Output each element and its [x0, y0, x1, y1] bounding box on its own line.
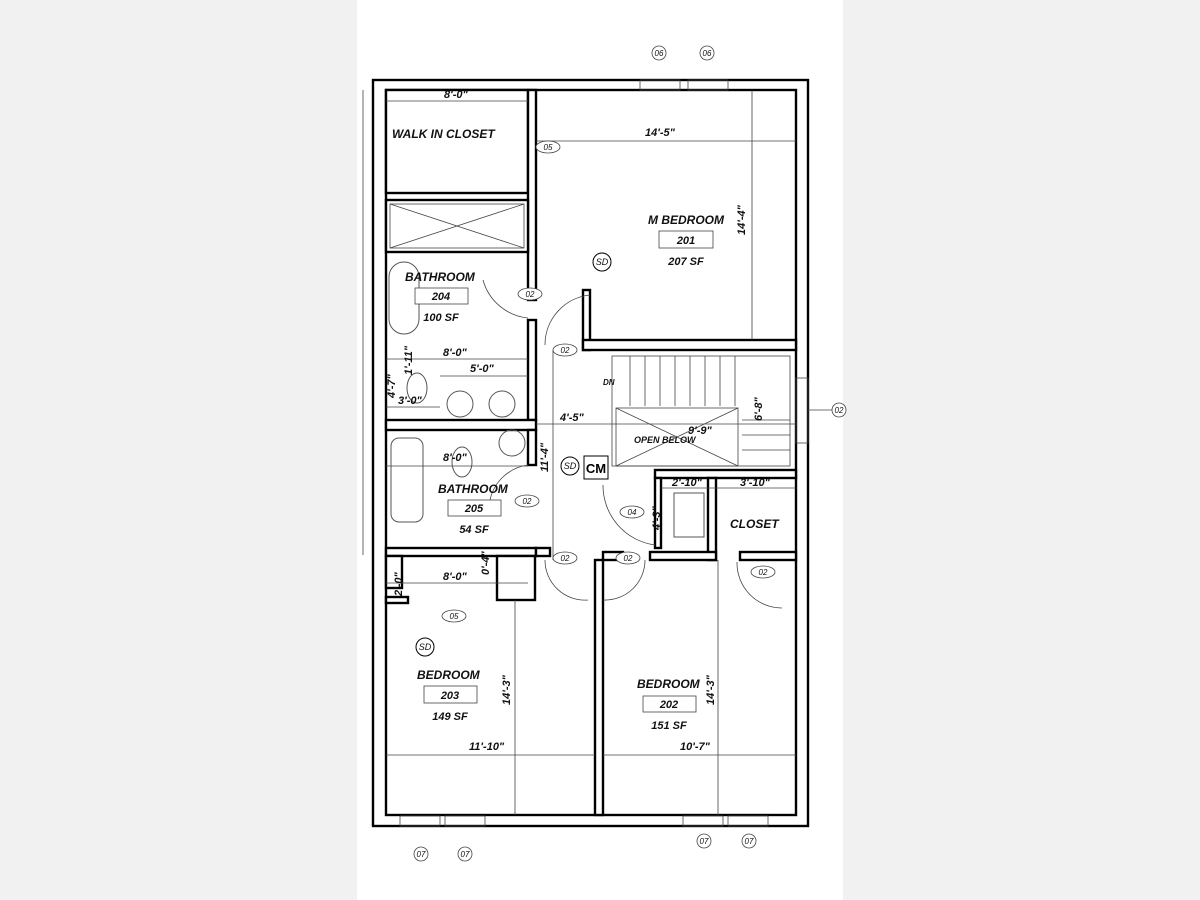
- svg-text:SD: SD: [564, 461, 577, 471]
- svg-text:02: 02: [561, 346, 570, 355]
- linen-bottom-wall: [648, 550, 718, 562]
- sink-icon: [446, 390, 474, 418]
- svg-text:4'-7": 4'-7": [386, 373, 398, 399]
- svg-text:3'-10": 3'-10": [740, 477, 771, 489]
- room-name-205: BATHROOM: [438, 482, 509, 496]
- linen-left-wall: [653, 476, 663, 550]
- svg-text:07: 07: [417, 850, 426, 859]
- svg-text:8'-0": 8'-0": [444, 89, 469, 101]
- svg-text:07: 07: [700, 837, 709, 846]
- room-name-202: BEDROOM: [637, 677, 701, 691]
- bedroom203-top-left: [384, 595, 410, 605]
- svg-text:02: 02: [526, 290, 535, 299]
- svg-text:07: 07: [745, 837, 754, 846]
- smoke-detector-icon: SD: [415, 637, 435, 657]
- hall-stub: [534, 546, 552, 558]
- linen-shelf-icon: [673, 492, 705, 538]
- room-name-203: BEDROOM: [417, 668, 481, 682]
- svg-text:8'-0": 8'-0": [443, 571, 468, 583]
- room-number-201: 201: [676, 235, 695, 247]
- open-below-label: OPEN BELOW: [634, 435, 697, 445]
- door-tags: 05 02 02 02 04 02 02 02 05: [441, 140, 776, 623]
- stair-bottom-wall: [653, 468, 798, 480]
- small-closet-left: [384, 554, 404, 590]
- svg-text:SD: SD: [419, 642, 432, 652]
- room-area-202: 151 SF: [651, 720, 687, 732]
- room-number-205: 205: [464, 503, 484, 515]
- svg-text:2'-0": 2'-0": [393, 571, 405, 597]
- shower-wall: [384, 198, 530, 254]
- sink-icon: [498, 429, 526, 457]
- svg-text:11'-4": 11'-4": [539, 442, 551, 472]
- svg-text:05: 05: [544, 143, 553, 152]
- room-name-204: BATHROOM: [405, 270, 476, 284]
- room-number-203: 203: [440, 690, 459, 702]
- room-label-closet: CLOSET: [730, 517, 780, 531]
- svg-text:1'-11": 1'-11": [403, 345, 415, 375]
- stair-icon: [611, 355, 791, 467]
- room-area-205: 54 SF: [459, 524, 489, 536]
- svg-text:SD: SD: [596, 257, 609, 267]
- svg-text:06: 06: [703, 49, 712, 58]
- svg-text:04: 04: [628, 508, 637, 517]
- svg-text:14'-3": 14'-3": [705, 674, 717, 705]
- svg-text:6'-8": 6'-8": [753, 396, 765, 421]
- bathtub-icon: [390, 437, 424, 523]
- room-area-204: 100 SF: [423, 312, 459, 324]
- room-number-202: 202: [659, 699, 678, 711]
- toilet-icon: [451, 446, 473, 478]
- room-number-204: 204: [431, 291, 450, 303]
- svg-text:2'-10": 2'-10": [671, 477, 703, 489]
- svg-text:14'-4": 14'-4": [736, 204, 748, 235]
- toilet-icon: [406, 372, 428, 404]
- bedroom-divider-wall: [593, 558, 605, 817]
- bath-divider-wall: [384, 418, 538, 432]
- room-area-203: 149 SF: [432, 711, 468, 723]
- bath204-partition: [526, 318, 538, 422]
- smoke-detector-icon: SD: [592, 252, 612, 272]
- svg-text:8'-0": 8'-0": [443, 347, 468, 359]
- closet-bottom-wall: [738, 550, 798, 562]
- door-swings: [482, 279, 783, 609]
- svg-text:CM: CM: [586, 461, 606, 476]
- svg-text:02: 02: [561, 554, 570, 563]
- dimension-labels: 8'-0" 14'-5" 14'-4" 8'-0" 5'-0" 3'-0" 4'…: [386, 89, 771, 753]
- room-area-201: 207 SF: [667, 256, 704, 268]
- svg-text:3'-0": 3'-0": [398, 395, 423, 407]
- stair-down-label: DN: [603, 378, 615, 387]
- small-closet-right: [495, 554, 537, 602]
- svg-text:02: 02: [835, 406, 844, 415]
- sink-icon: [488, 390, 516, 418]
- svg-text:06: 06: [655, 49, 664, 58]
- svg-text:8'-0": 8'-0": [443, 452, 468, 464]
- svg-text:07: 07: [461, 850, 470, 859]
- svg-text:10'-7": 10'-7": [680, 741, 711, 753]
- svg-text:11'-10": 11'-10": [469, 741, 505, 753]
- svg-text:4'-5": 4'-5": [559, 412, 585, 424]
- room-name-201: M BEDROOM: [648, 213, 725, 227]
- shower-icon: [389, 203, 525, 249]
- bath205-partition: [526, 428, 538, 467]
- svg-text:14'-5": 14'-5": [645, 127, 676, 139]
- svg-text:9'-9": 9'-9": [688, 425, 713, 437]
- window-tags: 06 06 07 07 07 07 02: [413, 45, 847, 862]
- walk-in-closet-wall: [384, 88, 530, 195]
- room-label-walk-in-closet: WALK IN CLOSET: [392, 127, 496, 141]
- closet-left-wall: [706, 476, 718, 562]
- svg-text:02: 02: [759, 568, 768, 577]
- svg-text:5'-0": 5'-0": [470, 363, 495, 375]
- bath205-bottom-wall: [384, 546, 538, 558]
- windows: [399, 79, 809, 827]
- mbed-bottom-wall: [581, 338, 798, 352]
- co-monitor-icon: CM: [583, 455, 609, 480]
- smoke-detector-icon: SD: [560, 456, 580, 476]
- svg-text:0'-4": 0'-4": [480, 550, 492, 575]
- svg-text:4'-3": 4'-3": [651, 505, 663, 531]
- svg-text:02: 02: [523, 497, 532, 506]
- svg-text:02: 02: [624, 554, 633, 563]
- svg-text:14'-3": 14'-3": [501, 674, 513, 705]
- dimension-lines: [362, 90, 796, 815]
- closet-partition: [526, 88, 538, 302]
- svg-text:05: 05: [450, 612, 459, 621]
